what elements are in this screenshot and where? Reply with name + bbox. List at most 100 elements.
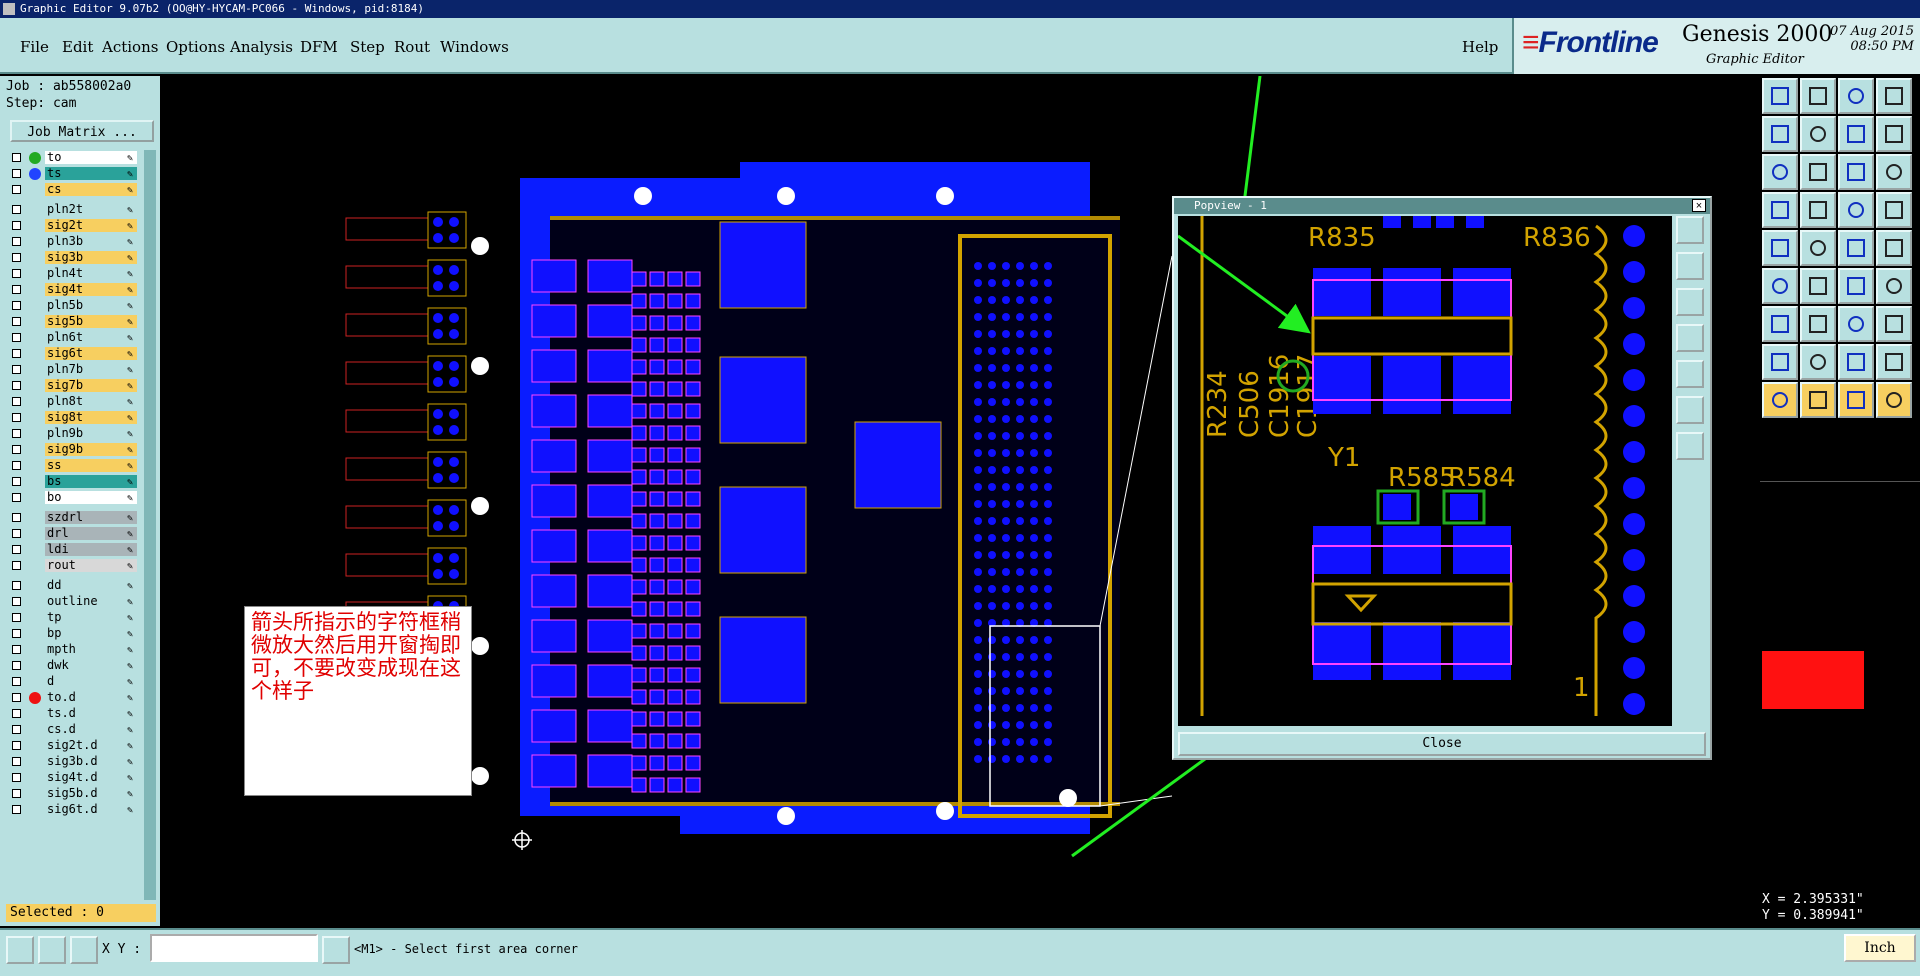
layer-row[interactable]: sig6t.d✎ <box>8 802 142 817</box>
layer-row[interactable]: to✎ <box>8 150 142 165</box>
tool-button-8[interactable] <box>1876 116 1912 152</box>
layer-row[interactable]: sig3b.d✎ <box>8 754 142 769</box>
tool-button-27[interactable] <box>1838 306 1874 342</box>
layer-row[interactable]: pln3b✎ <box>8 234 142 249</box>
popview-tool-5[interactable] <box>1676 360 1704 388</box>
layer-checkbox[interactable] <box>12 397 21 406</box>
layer-row[interactable]: bp✎ <box>8 626 142 641</box>
layer-name[interactable]: cs.d✎ <box>45 723 137 736</box>
menu-windows[interactable]: Windows <box>440 38 509 56</box>
layer-checkbox[interactable] <box>12 301 21 310</box>
layer-row[interactable]: bo✎ <box>8 490 142 505</box>
layer-name[interactable]: dwk✎ <box>45 659 137 672</box>
snap-button[interactable] <box>322 936 350 964</box>
layer-name[interactable]: pln7b✎ <box>45 363 137 376</box>
layer-name[interactable]: cs✎ <box>45 183 137 196</box>
layer-row[interactable]: sig8t✎ <box>8 410 142 425</box>
layer-name[interactable]: pln5b✎ <box>45 299 137 312</box>
layer-name[interactable]: bo✎ <box>45 491 137 504</box>
layer-row[interactable]: pln4t✎ <box>8 266 142 281</box>
popview-close-button[interactable]: Close <box>1178 732 1706 756</box>
unit-selector[interactable]: Inch <box>1844 934 1916 962</box>
xy-input[interactable] <box>150 934 318 962</box>
menu-analysis[interactable]: Analysis <box>230 38 293 56</box>
layer-row[interactable]: szdrl✎ <box>8 510 142 525</box>
layer-checkbox[interactable] <box>12 253 21 262</box>
layer-checkbox[interactable] <box>12 185 21 194</box>
layer-row[interactable]: bs✎ <box>8 474 142 489</box>
layer-checkbox[interactable] <box>12 645 21 654</box>
grid-button[interactable] <box>70 936 98 964</box>
layer-name[interactable]: sig3b.d✎ <box>45 755 137 768</box>
tool-button-3[interactable] <box>1838 78 1874 114</box>
popview-tool-4[interactable] <box>1676 324 1704 352</box>
layer-checkbox[interactable] <box>12 741 21 750</box>
tool-button-2[interactable] <box>1800 78 1836 114</box>
layer-checkbox[interactable] <box>12 169 21 178</box>
menu-help[interactable]: Help <box>1462 38 1499 56</box>
layer-name[interactable]: pln8t✎ <box>45 395 137 408</box>
tool-button-19[interactable] <box>1838 230 1874 266</box>
layer-name[interactable]: sig8t✎ <box>45 411 137 424</box>
layer-name[interactable]: pln3b✎ <box>45 235 137 248</box>
layer-checkbox[interactable] <box>12 477 21 486</box>
layer-checkbox[interactable] <box>12 237 21 246</box>
menu-edit[interactable]: Edit <box>62 38 94 56</box>
layer-row[interactable]: sig2t.d✎ <box>8 738 142 753</box>
layer-checkbox[interactable] <box>12 757 21 766</box>
tool-button-6[interactable] <box>1800 116 1836 152</box>
tool-button-25[interactable] <box>1762 306 1798 342</box>
layer-checkbox[interactable] <box>12 693 21 702</box>
layer-checkbox[interactable] <box>12 725 21 734</box>
layer-row[interactable]: sig7b✎ <box>8 378 142 393</box>
layer-name[interactable]: sig4t✎ <box>45 283 137 296</box>
layer-name[interactable]: ss✎ <box>45 459 137 472</box>
layer-row[interactable]: pln6t✎ <box>8 330 142 345</box>
tool-button-21[interactable] <box>1762 268 1798 304</box>
layer-checkbox[interactable] <box>12 205 21 214</box>
tool-button-34[interactable] <box>1800 382 1836 418</box>
layer-row[interactable]: sig4t✎ <box>8 282 142 297</box>
layer-name[interactable]: to✎ <box>45 151 137 164</box>
layer-row[interactable]: outline✎ <box>8 594 142 609</box>
popview-tool-3[interactable] <box>1676 288 1704 316</box>
layer-name[interactable]: tp✎ <box>45 611 137 624</box>
layer-checkbox[interactable] <box>12 285 21 294</box>
layer-name[interactable]: bs✎ <box>45 475 137 488</box>
layer-row[interactable]: sig4t.d✎ <box>8 770 142 785</box>
layer-name[interactable]: bp✎ <box>45 627 137 640</box>
layer-checkbox[interactable] <box>12 429 21 438</box>
layer-checkbox[interactable] <box>12 677 21 686</box>
menu-options[interactable]: Options <box>166 38 226 56</box>
layer-name[interactable]: rout✎ <box>45 559 137 572</box>
tool-button-11[interactable] <box>1838 154 1874 190</box>
layer-name[interactable]: sig2t.d✎ <box>45 739 137 752</box>
layer-name[interactable]: drl✎ <box>45 527 137 540</box>
tool-button-9[interactable] <box>1762 154 1798 190</box>
tool-button-20[interactable] <box>1876 230 1912 266</box>
tool-button-4[interactable] <box>1876 78 1912 114</box>
tool-button-35[interactable] <box>1838 382 1874 418</box>
layer-name[interactable]: outline✎ <box>45 595 137 608</box>
tool-button-29[interactable] <box>1762 344 1798 380</box>
layer-checkbox[interactable] <box>12 805 21 814</box>
layer-checkbox[interactable] <box>12 661 21 670</box>
popview-tool-2[interactable] <box>1676 252 1704 280</box>
layer-row[interactable]: sig3b✎ <box>8 250 142 265</box>
layer-name[interactable]: sig7b✎ <box>45 379 137 392</box>
layer-row[interactable]: drl✎ <box>8 526 142 541</box>
menu-step[interactable]: Step <box>350 38 385 56</box>
layer-checkbox[interactable] <box>12 773 21 782</box>
layer-row[interactable]: sig9b✎ <box>8 442 142 457</box>
layer-checkbox[interactable] <box>12 613 21 622</box>
layer-row[interactable]: to.d✎ <box>8 690 142 705</box>
layer-name[interactable]: sig5b.d✎ <box>45 787 137 800</box>
layer-row[interactable]: sig2t✎ <box>8 218 142 233</box>
layer-checkbox[interactable] <box>12 461 21 470</box>
layer-name[interactable]: sig9b✎ <box>45 443 137 456</box>
tool-button-17[interactable] <box>1762 230 1798 266</box>
layer-row[interactable]: rout✎ <box>8 558 142 573</box>
layer-name[interactable]: sig5b✎ <box>45 315 137 328</box>
tool-button-30[interactable] <box>1800 344 1836 380</box>
tool-button-10[interactable] <box>1800 154 1836 190</box>
